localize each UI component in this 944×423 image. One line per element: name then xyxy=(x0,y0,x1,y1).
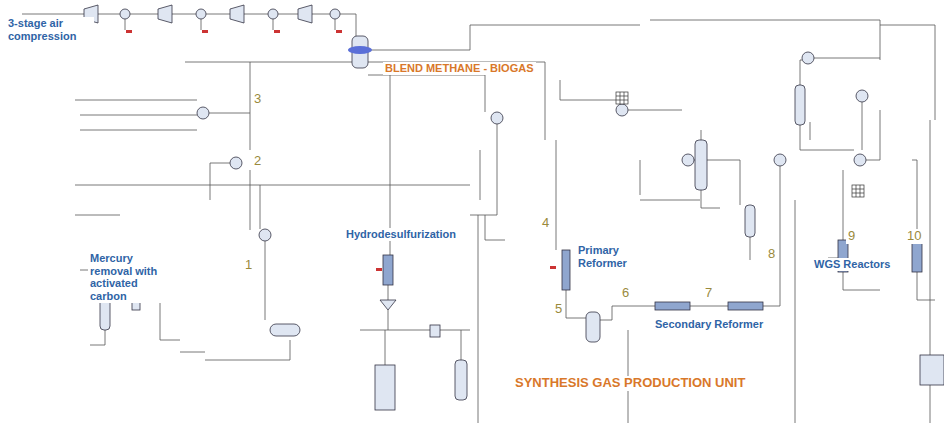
callout-number: 10 xyxy=(905,229,923,244)
unit-title: SYNTHESIS GAS PRODUCTION UNIT xyxy=(513,376,747,391)
section-label: Hydrodesulfurization xyxy=(344,228,458,241)
section-label: Secondary Reformer xyxy=(653,318,765,331)
callout-number: 2 xyxy=(252,154,263,169)
section-label: BLEND METHANE - BIOGAS xyxy=(383,62,536,75)
section-label: 3-stage air compression xyxy=(6,17,94,42)
callout-number: 6 xyxy=(620,286,631,301)
section-label: Primary Reformer xyxy=(576,244,638,269)
callout-number: 5 xyxy=(553,302,564,317)
callout-number: 4 xyxy=(540,216,551,231)
callout-number: 1 xyxy=(243,258,254,273)
callout-number: 8 xyxy=(766,247,777,262)
callout-number: 9 xyxy=(846,229,857,244)
section-label: Mercury removal with activated carbon xyxy=(88,252,166,303)
callout-number: 3 xyxy=(252,92,263,107)
callout-number: 7 xyxy=(703,286,714,301)
section-label: WGS Reactors xyxy=(812,258,892,271)
